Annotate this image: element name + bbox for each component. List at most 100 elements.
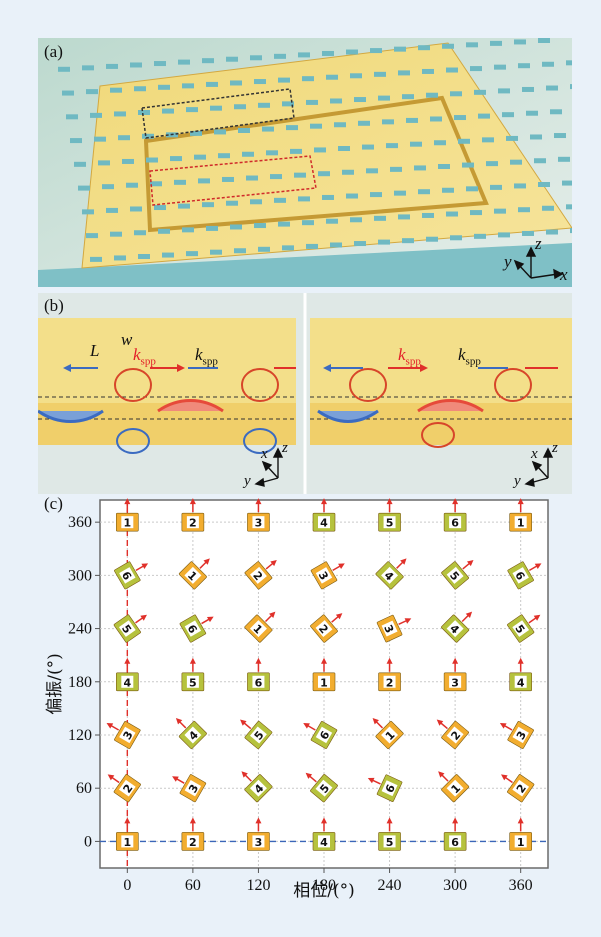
slot — [86, 89, 98, 95]
slot — [510, 159, 522, 165]
unit-cell-marker: 4 — [509, 657, 532, 692]
arrowhead-up — [338, 563, 345, 569]
arrowhead-up — [517, 498, 524, 505]
y-tick-label: 300 — [68, 567, 92, 584]
unit-cell-marker: 1 — [509, 817, 532, 851]
slot — [306, 99, 318, 105]
slot — [130, 62, 142, 68]
marker-center — [381, 620, 398, 637]
y-tick-label: 240 — [68, 621, 92, 638]
y-tick-label: 0 — [84, 833, 92, 850]
arrowhead-up — [255, 817, 262, 824]
marker-center — [383, 675, 396, 688]
marker-id-label: 5 — [386, 517, 394, 530]
unit-cell-marker: 5 — [507, 614, 541, 643]
slot — [350, 217, 362, 223]
slot — [494, 208, 506, 214]
slot — [158, 228, 170, 234]
marker-center — [512, 779, 530, 797]
slot — [498, 232, 510, 238]
slot — [110, 87, 122, 93]
slot — [266, 150, 278, 156]
slot — [434, 140, 446, 146]
unit-cell-marker: 6 — [179, 614, 214, 643]
slot — [518, 207, 530, 213]
marker-center — [446, 566, 464, 584]
arrowhead-up — [189, 817, 196, 824]
marker-center — [119, 726, 136, 744]
slot — [466, 186, 478, 192]
arrowhead-up — [321, 498, 327, 505]
marker-id-label: 4 — [123, 676, 131, 689]
slot — [414, 165, 426, 171]
slot — [378, 95, 390, 101]
marker-center — [184, 620, 202, 637]
slot — [230, 80, 242, 86]
slot — [514, 183, 526, 189]
x-tick-label: 300 — [443, 877, 467, 894]
unit-cell-marker: 6 — [443, 817, 467, 851]
arrowhead-up — [499, 722, 507, 729]
symbol-kspp-left-black: kspp — [195, 345, 218, 367]
marker-center — [121, 516, 134, 529]
slot — [570, 228, 572, 234]
slot-array — [58, 38, 572, 262]
slot — [238, 128, 250, 133]
unit-cell-marker: 3 — [247, 498, 270, 532]
slot — [58, 66, 70, 72]
slot — [134, 230, 146, 236]
slot — [454, 115, 466, 121]
slot — [110, 231, 122, 237]
y-tick-label: 180 — [68, 674, 92, 691]
slot — [442, 43, 454, 49]
slot — [326, 218, 338, 224]
marker-center — [318, 516, 330, 529]
arrowhead-up — [303, 722, 310, 729]
arrowhead-up — [140, 614, 147, 621]
marker-center — [249, 620, 267, 638]
x-tick-label: 240 — [378, 877, 402, 894]
slot — [138, 110, 150, 115]
marker-center — [249, 566, 267, 584]
marker-id-label: 3 — [451, 676, 459, 689]
slot — [438, 164, 450, 169]
y-axis-title: 偏振/(°) — [45, 653, 65, 715]
arrowhead-up — [386, 657, 393, 664]
slot — [286, 125, 298, 131]
slot — [522, 86, 534, 92]
slot — [282, 101, 294, 107]
marker-id-label: 6 — [451, 517, 459, 530]
unit-cell-marker: 1 — [116, 817, 139, 851]
marker-id-label: 6 — [255, 676, 263, 689]
marker-id-label: 3 — [255, 517, 263, 530]
slot — [550, 109, 562, 115]
x-tick-label: 0 — [123, 877, 131, 894]
unit-cell-marker: 1 — [312, 657, 336, 692]
slot — [102, 184, 114, 190]
arrowhead-up — [517, 657, 524, 664]
arrowhead-up — [107, 774, 115, 781]
marker-id-label: 4 — [517, 676, 525, 689]
arrowhead-up — [141, 563, 149, 569]
slot — [230, 224, 242, 230]
metasurface-3d-illustration — [38, 38, 572, 287]
arrowhead-up — [124, 657, 131, 664]
unit-cell-marker: 5 — [181, 657, 205, 692]
slot — [274, 53, 286, 59]
y-tick-label: 360 — [68, 514, 92, 531]
arrowhead-up — [255, 498, 262, 505]
marker-center — [315, 779, 333, 797]
slot — [142, 133, 154, 139]
slot — [506, 135, 518, 141]
slot — [206, 81, 218, 87]
slot — [482, 137, 494, 143]
marker-center — [121, 675, 134, 688]
slot — [74, 161, 86, 167]
slot — [62, 90, 74, 96]
arrowhead-up — [404, 618, 412, 624]
slot — [250, 55, 262, 61]
slot — [134, 86, 146, 92]
unit-cell-marker: 3 — [106, 721, 141, 749]
slot — [170, 156, 182, 162]
